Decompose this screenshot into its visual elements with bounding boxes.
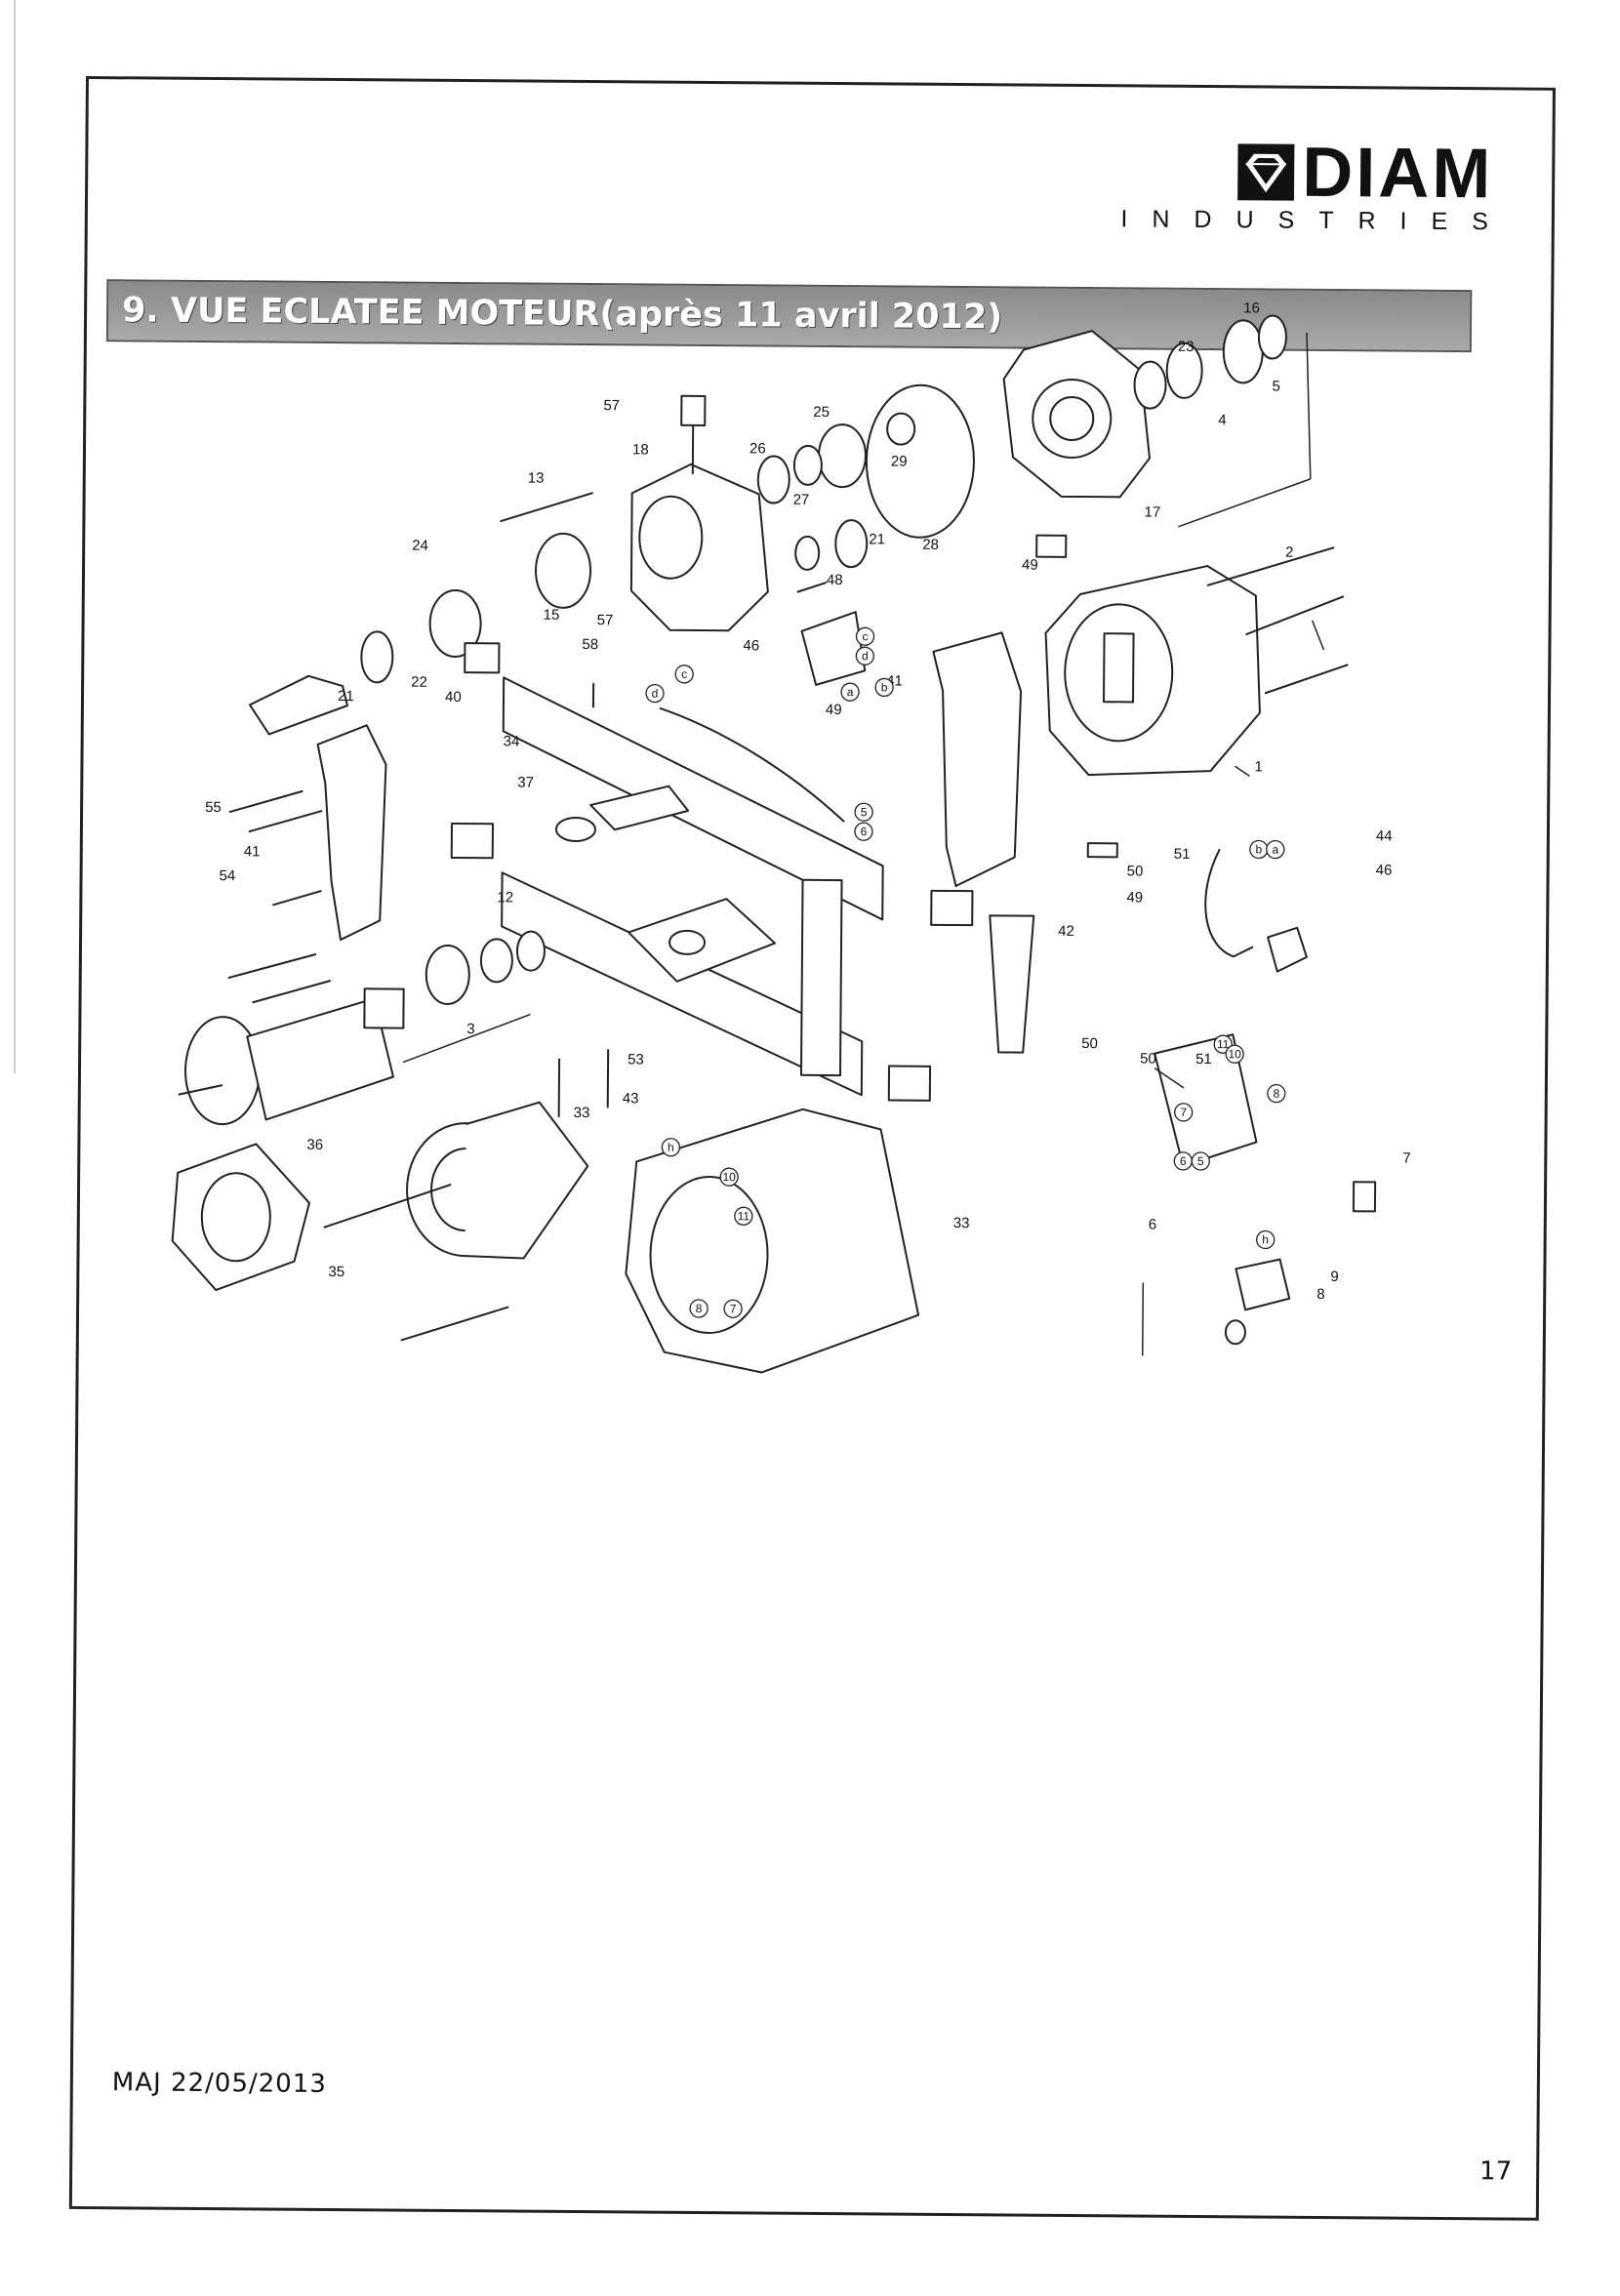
rail-frame-part — [501, 676, 884, 1097]
wire-label: 6 — [1180, 1154, 1187, 1168]
wire-label: c — [681, 667, 687, 681]
part-label: 36 — [306, 1137, 323, 1153]
gear-housing-part — [629, 463, 769, 632]
wire-label: a — [847, 685, 854, 699]
part-number-labels: 16 23 5 4 17 2 1 57 25 26 29 18 13 27 28… — [205, 300, 1411, 1303]
part-label: 43 — [623, 1090, 639, 1107]
wire-label: h — [1262, 1233, 1269, 1247]
part-label: 41 — [244, 843, 261, 860]
part-label: 33 — [574, 1105, 590, 1121]
part-label: 34 — [504, 733, 520, 749]
wire-label: d — [862, 649, 869, 663]
part-label: 12 — [497, 889, 513, 906]
handle-left-part — [316, 724, 387, 942]
part-label: 50 — [1081, 1035, 1098, 1052]
part-label: 46 — [1376, 862, 1393, 878]
wire-label: 10 — [1228, 1047, 1241, 1061]
wire-label: 5 — [861, 805, 868, 819]
wire-label: 6 — [861, 825, 868, 838]
part-label: 15 — [544, 607, 560, 624]
part-label: 50 — [1127, 863, 1144, 879]
part-label: 49 — [826, 702, 842, 718]
wire-connection-labels: c d a b c d 5 6 b a 11 10 8 7 6 5 h 10 1… — [645, 626, 1286, 1318]
diamond-logo-icon — [1237, 143, 1295, 201]
gear-cover-part — [1002, 330, 1151, 499]
part-label: 25 — [813, 404, 830, 421]
part-label: 17 — [1144, 504, 1160, 521]
part-label: 18 — [632, 441, 649, 458]
part-label: 42 — [1058, 923, 1074, 940]
part-label: 22 — [411, 674, 427, 691]
part-label: 1 — [1254, 758, 1262, 775]
part-label: 57 — [597, 612, 614, 628]
part-label: 26 — [749, 440, 766, 457]
page-number: 17 — [1478, 2156, 1513, 2187]
footer-update-date: MAJ 22/05/2013 — [111, 2068, 327, 2100]
part-label: 51 — [1195, 1051, 1212, 1067]
part-label: 7 — [1402, 1150, 1410, 1167]
part-label: 50 — [1140, 1051, 1156, 1067]
part-label: 3 — [466, 1021, 474, 1037]
part-label: 16 — [1243, 300, 1260, 316]
part-label: 28 — [922, 537, 939, 553]
part-label: 40 — [445, 689, 462, 705]
part-label: 44 — [1376, 827, 1393, 844]
armature-part — [178, 987, 405, 1126]
part-label: 37 — [517, 774, 534, 790]
page-frame: DIAM INDUSTRIES 9. VUE ECLATEE MOTEUR(ap… — [68, 76, 1556, 2221]
handle-part — [932, 631, 1023, 888]
wire-label: 7 — [730, 1302, 737, 1315]
wire-label: 11 — [1217, 1037, 1230, 1051]
part-label: 51 — [1174, 846, 1191, 863]
stator-part — [406, 1101, 589, 1260]
part-label: 24 — [412, 538, 428, 554]
part-label: 54 — [220, 867, 236, 884]
wire-label: 8 — [1273, 1087, 1279, 1101]
part-label: 29 — [891, 453, 908, 469]
part-label: 6 — [1149, 1217, 1156, 1233]
part-label: 13 — [528, 470, 545, 487]
wire-label: h — [668, 1141, 674, 1154]
wire-label: 7 — [1180, 1106, 1187, 1119]
scan-edge-rule — [14, 0, 16, 1073]
part-label: 2 — [1285, 544, 1293, 561]
part-label: 49 — [1022, 557, 1038, 574]
part-label: 5 — [1272, 379, 1279, 395]
part-label: 23 — [1178, 339, 1195, 355]
part-label: 4 — [1218, 412, 1226, 428]
wire-label: 11 — [738, 1209, 750, 1223]
part-label: 9 — [1330, 1269, 1338, 1285]
wire-label: 5 — [1197, 1154, 1204, 1168]
part-label: 57 — [603, 397, 620, 414]
part-label: 48 — [827, 572, 843, 588]
part-label: 55 — [205, 799, 222, 816]
part-label: 49 — [1126, 889, 1143, 906]
part-label: 58 — [582, 636, 598, 653]
part-label: 46 — [743, 637, 759, 654]
wire-label: b — [881, 680, 888, 694]
wire-label: b — [1255, 842, 1262, 856]
wire-label: d — [652, 687, 659, 701]
brand-logo: DIAM INDUSTRIES — [1120, 134, 1513, 236]
part-label: 27 — [793, 492, 810, 508]
exploded-view-diagram: 16 23 5 4 17 2 1 57 25 26 29 18 13 27 28… — [171, 300, 1411, 1374]
motor-housing-part — [1044, 565, 1261, 777]
wire-label: 10 — [722, 1170, 736, 1184]
part-label: 35 — [328, 1264, 344, 1280]
wire-label: 8 — [696, 1302, 703, 1315]
part-label: 21 — [338, 688, 354, 705]
wire-label: c — [862, 629, 868, 643]
part-label: 53 — [628, 1051, 644, 1067]
part-label: 33 — [953, 1215, 970, 1231]
wire-label: a — [1272, 843, 1278, 857]
part-label: 8 — [1316, 1286, 1324, 1303]
part-label: 21 — [869, 531, 885, 547]
